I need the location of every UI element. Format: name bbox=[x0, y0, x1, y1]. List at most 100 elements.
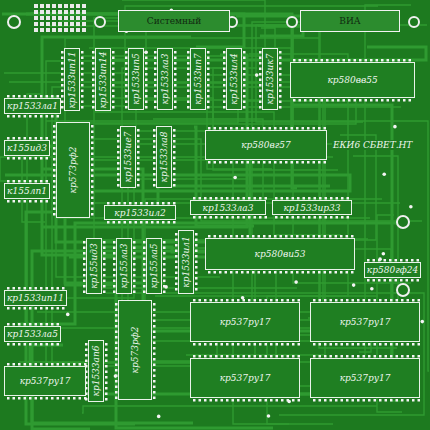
pin-pad bbox=[367, 279, 370, 282]
pin-pad bbox=[248, 343, 251, 346]
pin-pad bbox=[407, 399, 410, 402]
pin-pad bbox=[335, 343, 338, 346]
chip-label: кр1533ил2 bbox=[114, 208, 165, 217]
pin-pad bbox=[62, 307, 65, 310]
pin-pad bbox=[24, 115, 27, 118]
pin-pad bbox=[81, 57, 84, 60]
pin-pad bbox=[135, 221, 138, 224]
grid-pad bbox=[82, 4, 86, 8]
pin-pad bbox=[302, 161, 305, 164]
pin-pad bbox=[363, 399, 366, 402]
pin-pad bbox=[199, 399, 202, 402]
pin-pad bbox=[193, 343, 196, 346]
chip-label: кр1533ик7 bbox=[266, 54, 275, 105]
pin-pad bbox=[258, 271, 261, 274]
pin-pad bbox=[263, 271, 266, 274]
pin-pad bbox=[346, 343, 349, 346]
grid-pad bbox=[76, 16, 80, 20]
chip-label: кр537ру17 bbox=[340, 318, 391, 327]
pin-pad bbox=[243, 216, 246, 219]
grid-pad bbox=[64, 10, 68, 14]
pin-pad bbox=[318, 161, 321, 164]
grid-pad bbox=[46, 28, 50, 32]
silkscreen-label: ЕКИ6 СБВЕТ.НТ bbox=[332, 140, 413, 150]
pin-pad bbox=[379, 343, 382, 346]
pin-pad bbox=[318, 271, 321, 274]
pin-pad bbox=[230, 161, 233, 164]
chip-label: кр580ви53 bbox=[255, 250, 306, 259]
pin-pad bbox=[145, 90, 148, 93]
pin-pad bbox=[210, 343, 213, 346]
pin-pad bbox=[133, 269, 136, 272]
pin-pad bbox=[145, 73, 148, 76]
pin-pad bbox=[18, 115, 21, 118]
chip-label: кр1533ил4 bbox=[230, 53, 239, 104]
pin-pad bbox=[291, 161, 294, 164]
pin-pad bbox=[112, 57, 115, 60]
pin-pad bbox=[35, 307, 38, 310]
pin-pad bbox=[207, 68, 210, 71]
pin-pad bbox=[105, 371, 108, 374]
pin-pad bbox=[105, 382, 108, 385]
ic-chip: кр1533ла8 bbox=[156, 126, 172, 188]
pin-pad bbox=[330, 399, 333, 402]
ic-chip: кр537ру17 bbox=[190, 358, 300, 398]
pin-pad bbox=[91, 191, 94, 194]
pin-pad bbox=[243, 90, 246, 93]
pin-pad bbox=[365, 99, 368, 102]
pin-pad bbox=[112, 51, 115, 54]
chip-label: кр537ру17 bbox=[340, 374, 391, 383]
grid-pad bbox=[58, 28, 62, 32]
pin-pad bbox=[236, 271, 239, 274]
grid-pad bbox=[70, 4, 74, 8]
pin-pad bbox=[307, 271, 310, 274]
pin-pad bbox=[195, 261, 198, 264]
pin-pad bbox=[163, 241, 166, 244]
pin-pad bbox=[173, 173, 176, 176]
pin-pad bbox=[174, 62, 177, 65]
chip-label: кр1533ла5 bbox=[7, 330, 58, 339]
pin-pad bbox=[401, 343, 404, 346]
pin-pad bbox=[103, 291, 106, 294]
pin-pad bbox=[103, 285, 106, 288]
pin-pad bbox=[18, 343, 21, 346]
pin-pad bbox=[274, 161, 277, 164]
pin-pad bbox=[153, 314, 156, 317]
pin-pad bbox=[7, 115, 10, 118]
pin-pad bbox=[254, 216, 257, 219]
pin-pad bbox=[18, 200, 21, 203]
ic-chip: кр1533ил1 bbox=[178, 230, 194, 294]
pin-pad bbox=[390, 343, 393, 346]
grid-pad bbox=[82, 10, 86, 14]
pin-pad bbox=[204, 343, 207, 346]
pin-pad bbox=[24, 397, 27, 400]
pin-pad bbox=[330, 343, 333, 346]
pin-pad bbox=[105, 343, 108, 346]
pin-pad bbox=[153, 336, 156, 339]
pin-pad bbox=[29, 157, 32, 160]
pin-pad bbox=[195, 255, 198, 258]
pin-pad bbox=[173, 129, 176, 132]
trace bbox=[82, 406, 377, 413]
pin-pad bbox=[193, 399, 196, 402]
grid-pad bbox=[52, 28, 56, 32]
pin-pad bbox=[174, 84, 177, 87]
pin-pad bbox=[13, 157, 16, 160]
pin-pad bbox=[40, 200, 43, 203]
pin-pad bbox=[207, 51, 210, 54]
pin-pad bbox=[304, 99, 307, 102]
pin-pad bbox=[400, 279, 403, 282]
ic-chip: кр1533ие7 bbox=[120, 126, 136, 188]
pin-pad bbox=[252, 161, 255, 164]
pin-pad bbox=[153, 358, 156, 361]
jumper-grid bbox=[34, 4, 86, 32]
pin-pad bbox=[241, 271, 244, 274]
pin-pad bbox=[105, 393, 108, 396]
pin-pad bbox=[46, 115, 49, 118]
pin-pad bbox=[91, 158, 94, 161]
pin-pad bbox=[173, 221, 176, 224]
pin-pad bbox=[385, 343, 388, 346]
ic-chip: кр1533ип5 bbox=[128, 48, 144, 110]
connector: ВИА bbox=[300, 10, 400, 32]
pin-pad bbox=[329, 271, 332, 274]
